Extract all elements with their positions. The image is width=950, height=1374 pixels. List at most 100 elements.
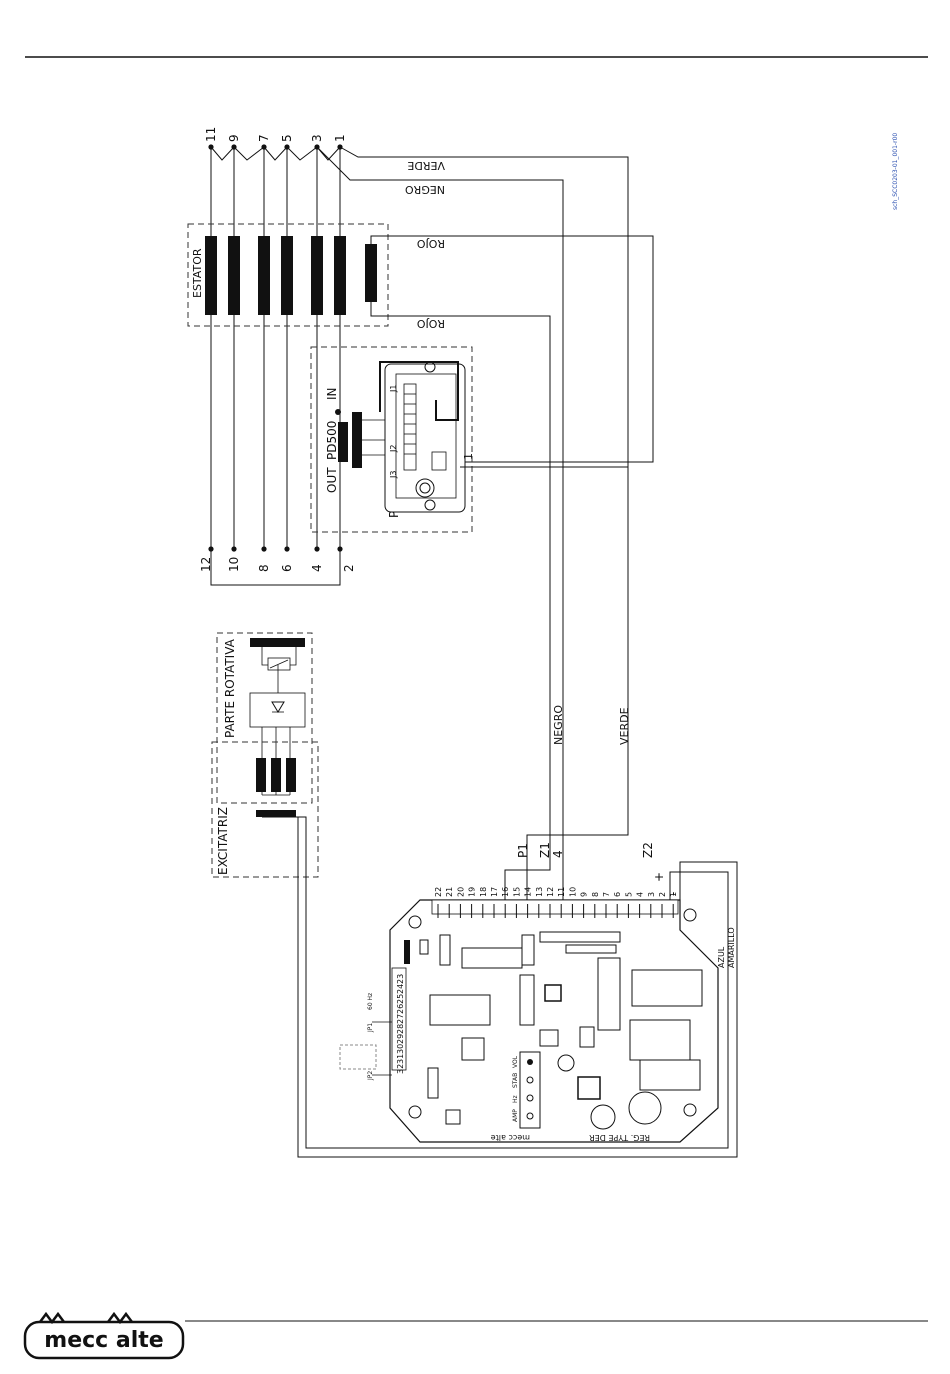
aux-terminal-24: 24	[396, 984, 405, 994]
reg-terminal-20: 20	[456, 887, 465, 897]
pd500-core	[352, 412, 362, 468]
reg-terminal-1: 1	[669, 892, 678, 897]
terminal-7: 7	[257, 134, 271, 142]
logo-text: mecc alte	[44, 1328, 163, 1353]
label-azul: AZUL	[717, 946, 726, 968]
terminal-4: 4	[310, 564, 324, 572]
label-plus: +	[652, 872, 666, 882]
reg-terminal-14: 14	[524, 887, 533, 897]
label-verde-long: VERDE	[618, 707, 631, 745]
pd500-coil	[338, 422, 348, 462]
label-amp: AMP	[512, 1109, 519, 1122]
terminal-10: 10	[227, 557, 241, 572]
terminal-11: 11	[204, 127, 218, 142]
rotating-part	[216, 632, 313, 804]
terminal-3: 3	[310, 134, 324, 142]
exciter-box	[211, 741, 319, 878]
pd500-label: PD500	[325, 421, 339, 460]
label-verde-top: VERDE	[407, 159, 445, 172]
reg-terminal-2: 2	[658, 892, 667, 897]
label-amarillo: AMARILLO	[727, 927, 736, 968]
excitatriz-label: EXCITATRIZ	[216, 807, 230, 875]
label-negro-top: NEGRO	[405, 183, 445, 196]
terminal-12: 12	[199, 557, 213, 572]
reg-terminal-6: 6	[613, 892, 622, 897]
label-rojo-1: ROJO	[416, 237, 445, 250]
aux-terminal-25: 25	[396, 994, 405, 1004]
reg-terminal-4: 4	[636, 892, 645, 897]
reg-terminal-16: 16	[501, 887, 510, 897]
label-brand-board: mecc alte	[491, 1133, 530, 1142]
terminal-2: 2	[342, 564, 356, 572]
pd-in-label: IN	[325, 387, 339, 400]
stator-box	[187, 223, 389, 327]
j3-label: J3	[389, 471, 398, 479]
label-vol: VOL	[512, 1055, 519, 1068]
reg-terminal-3: 3	[647, 892, 656, 897]
label-z2: Z2	[641, 842, 655, 858]
exciter-coil	[256, 810, 296, 817]
reg-terminal-5: 5	[624, 892, 633, 897]
label-hz: Hz	[512, 1095, 519, 1103]
aux-terminal-31: 31	[396, 1054, 405, 1064]
label-minus: -	[666, 892, 680, 896]
label-p1: P1	[516, 843, 530, 858]
label-4: 4	[551, 850, 565, 858]
wire-rojo-2	[370, 302, 551, 900]
reg-terminal-7: 7	[602, 892, 611, 897]
aux-terminal-28: 28	[396, 1024, 405, 1034]
reg-terminal-11: 11	[557, 887, 566, 897]
stator-label: ESTATOR	[191, 248, 204, 298]
label-jp2: JP2	[367, 1071, 374, 1081]
label-60hz: 60 Hz	[367, 993, 374, 1010]
label-rojo-2: ROJO	[416, 317, 445, 330]
reg-terminal-22: 22	[434, 887, 443, 897]
reg-terminal-18: 18	[479, 887, 488, 897]
wire-rojo-1	[370, 235, 654, 463]
j2-label: J2	[389, 445, 398, 453]
parte-rotativa-label: PARTE ROTATIVA	[223, 638, 237, 738]
aux-terminal-32: 32	[396, 1064, 405, 1074]
aux-terminal-26: 26	[396, 1004, 405, 1014]
j1-label: J1	[389, 385, 398, 393]
pd500-box	[310, 346, 473, 533]
aux-terminal-30: 30	[396, 1044, 405, 1054]
meccalte-logo: mecc alte	[23, 1311, 185, 1360]
aux-terminal-29: 29	[396, 1034, 405, 1044]
terminal-5: 5	[280, 134, 294, 142]
pdi-pin-1: 1	[462, 453, 475, 460]
reg-terminal-10: 10	[568, 887, 577, 897]
label-reg-type: REG. TYPE DER	[589, 1133, 650, 1142]
stator-conductors	[210, 147, 341, 549]
doc-reference: sch_SCC0203-01_001-r00	[892, 133, 899, 210]
stator-coils	[205, 236, 377, 315]
reg-terminal-15: 15	[512, 887, 521, 897]
label-z1: Z1	[538, 842, 552, 858]
label-jp1: JP1	[367, 1023, 374, 1033]
reg-terminal-17: 17	[490, 887, 499, 897]
pdi-board	[362, 361, 466, 513]
wire-negro	[316, 146, 564, 900]
reg-terminal-9: 9	[580, 892, 589, 897]
label-stab: STAB	[512, 1073, 519, 1088]
terminal-8: 8	[257, 564, 271, 572]
aux-terminal-23: 23	[396, 974, 405, 984]
reg-terminal-21: 21	[445, 887, 454, 897]
wire-verde	[339, 146, 629, 900]
regulator-board	[339, 899, 719, 1143]
reg-terminal-12: 12	[546, 887, 555, 897]
reg-terminal-19: 19	[468, 887, 477, 897]
stator-bottom-terminals: 12 10 8 6 4 2	[199, 546, 356, 586]
label-negro-long: NEGRO	[552, 705, 565, 745]
terminal-9: 9	[227, 134, 241, 142]
terminal-1: 1	[333, 134, 347, 142]
exciter-wire-2	[290, 816, 729, 1149]
terminal-6: 6	[280, 564, 294, 572]
reg-terminal-13: 13	[535, 887, 544, 897]
pd-out-label: OUT	[325, 467, 339, 493]
aux-terminal-27: 27	[396, 1014, 405, 1024]
